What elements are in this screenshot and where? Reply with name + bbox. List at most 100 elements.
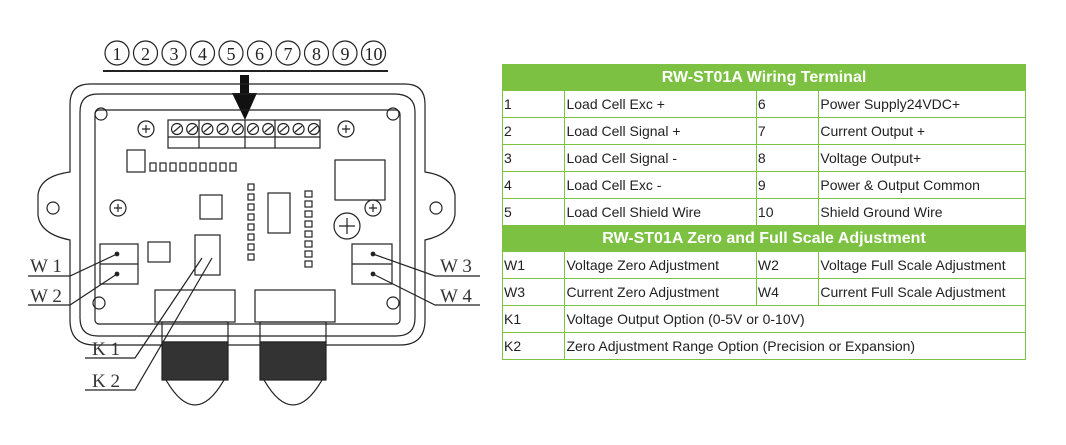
- terminal-desc: Voltage Output+: [818, 144, 1026, 172]
- smd-part: [304, 220, 313, 228]
- terminal-screw-icon: [170, 122, 184, 136]
- adjust-desc: Current Full Scale Adjustment: [818, 278, 1026, 306]
- terminal-number: 3: [170, 44, 179, 64]
- terminal-desc: Load Cell Signal -: [564, 144, 757, 172]
- adjustment-row: W1 Voltage Zero Adjustment W2 Voltage Fu…: [501, 251, 1026, 279]
- smd-part: [304, 210, 313, 218]
- adjust-id: W1: [501, 251, 566, 279]
- option-id: K2: [501, 332, 566, 360]
- terminal-number-circle: [161, 40, 187, 66]
- terminal-desc: Power & Output Common: [818, 171, 1026, 199]
- mount-hole: [92, 296, 106, 310]
- terminal-desc: Shield Ground Wire: [818, 198, 1026, 226]
- smd-part: [199, 162, 207, 172]
- smd-part: [247, 253, 255, 261]
- smd-part: [304, 200, 313, 208]
- smd-part: [247, 213, 255, 221]
- smd-part: [229, 162, 237, 172]
- terminal-desc: Load Cell Exc +: [564, 90, 757, 118]
- terminal-number-circle: [104, 40, 130, 66]
- option-desc: Voltage Output Option (0-5V or 0-10V): [564, 305, 1026, 333]
- terminal-no: 1: [501, 90, 566, 118]
- smd-part: [169, 162, 177, 172]
- terminal-desc: Power Supply24VDC+: [818, 90, 1026, 118]
- option-desc: Zero Adjustment Range Option (Precision …: [564, 332, 1026, 360]
- terminal-no: 10: [755, 198, 820, 226]
- arrow-down-icon: [232, 75, 257, 120]
- terminal-number-circle: [332, 40, 358, 66]
- option-id: K1: [501, 305, 566, 333]
- label-w2: W 2: [30, 286, 62, 307]
- smd-part: [304, 240, 313, 248]
- terminal-number: 6: [255, 44, 264, 64]
- wiring-row: 2 Load Cell Signal + 7 Current Output +: [501, 117, 1026, 145]
- adjustment-title: RW-ST01A Zero and Full Scale Adjustment: [502, 225, 1026, 252]
- screw-icon: [337, 120, 355, 138]
- screw-icon: [109, 199, 127, 217]
- terminal-number: 10: [365, 44, 383, 64]
- terminal-screw-icon: [307, 122, 320, 136]
- adjust-desc: Current Zero Adjustment: [564, 278, 757, 306]
- screw-icon: [364, 199, 382, 217]
- terminal-number-circle: [360, 40, 387, 66]
- smd-part: [159, 162, 167, 172]
- smd-part: [247, 243, 255, 251]
- terminal-no: 3: [501, 144, 566, 172]
- leader-w4: [372, 273, 480, 306]
- terminal-desc: Current Output +: [818, 117, 1026, 145]
- label-w4: W 4: [440, 286, 472, 307]
- wiring-row: 1 Load Cell Exc + 6 Power Supply24VDC+: [501, 90, 1026, 118]
- adjust-id: W3: [501, 278, 566, 306]
- cable-gland-right: [254, 289, 336, 406]
- leader-k2: [85, 257, 213, 391]
- terminal-number-circle: [132, 40, 159, 66]
- terminal-no: 9: [755, 171, 820, 199]
- smd-part: [247, 183, 255, 191]
- label-k2: K 2: [92, 371, 120, 392]
- terminal-desc: Load Cell Exc -: [564, 171, 757, 199]
- terminal-number-circle: [303, 40, 330, 66]
- terminal-number: 1: [113, 44, 122, 64]
- enclosure-outline: [37, 83, 456, 346]
- mount-hole: [94, 107, 108, 121]
- terminal-number-circle: [218, 40, 244, 66]
- terminal-no: 5: [501, 198, 566, 226]
- cable-gland-left: [154, 289, 236, 406]
- mount-hole: [386, 296, 400, 310]
- adjust-id: W4: [755, 278, 820, 306]
- leader-w1: [28, 253, 118, 277]
- terminal-no: 7: [755, 117, 820, 145]
- adjust-id: W2: [755, 251, 820, 279]
- option-row: K1 Voltage Output Option (0-5V or 0-10V): [501, 305, 1026, 333]
- smd-part: [179, 162, 187, 172]
- smd-part: [189, 162, 197, 172]
- wiring-title: RW-ST01A Wiring Terminal: [502, 64, 1026, 91]
- smd-part: [247, 193, 255, 201]
- leader-w2: [28, 273, 118, 306]
- smd-part: [247, 233, 255, 241]
- terminal-number: 4: [198, 44, 207, 64]
- terminal-number-circle: [189, 40, 216, 66]
- adjust-desc: Voltage Zero Adjustment: [564, 251, 757, 279]
- terminal-screw-icon: [277, 122, 290, 136]
- smd-part: [304, 250, 313, 258]
- label-w1: W 1: [30, 256, 62, 277]
- terminal-screw-icon: [246, 122, 260, 136]
- terminal-number-circle: [246, 40, 273, 66]
- smd-part: [247, 223, 255, 231]
- terminal-screw-icon: [216, 122, 229, 136]
- terminal-block: [167, 119, 321, 149]
- leader-w3: [372, 253, 480, 277]
- terminal-screw-icon: [292, 122, 305, 136]
- terminal-no: 6: [755, 90, 820, 118]
- option-row: K2 Zero Adjustment Range Option (Precisi…: [501, 332, 1026, 360]
- terminal-screw-icon: [231, 122, 244, 136]
- terminal-no: 8: [755, 144, 820, 172]
- smd-part: [219, 162, 227, 172]
- terminal-number-circle: [275, 40, 301, 66]
- terminal-no: 2: [501, 117, 566, 145]
- terminal-number: 5: [227, 44, 236, 64]
- smd-part: [247, 203, 255, 211]
